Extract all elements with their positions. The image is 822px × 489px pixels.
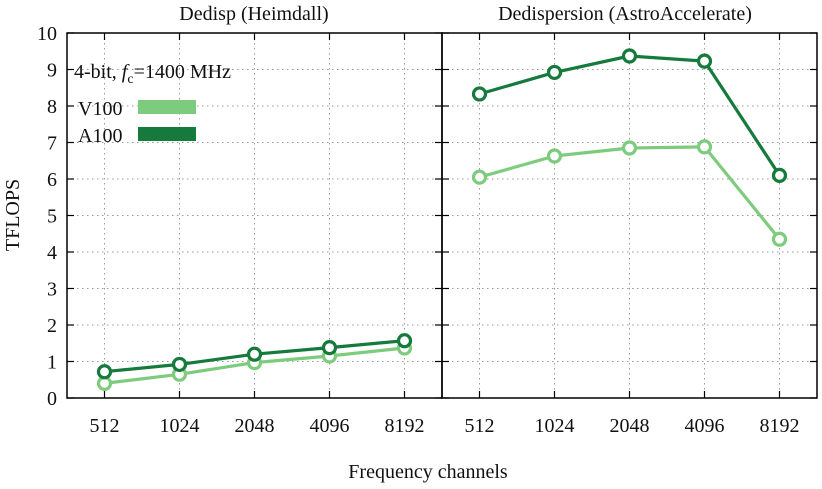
x-tick-label: 8192 (760, 415, 800, 437)
config-annotation: 4-bit, fc=1400 MHz (74, 61, 231, 87)
point-a100-left (246, 346, 263, 362)
point-v100-right (696, 139, 713, 155)
y-axis-label: TFLOPS (2, 179, 24, 251)
legend-label-a100: A100 (78, 125, 122, 147)
point-a100-right (546, 64, 563, 81)
x-tick-label: 2048 (235, 415, 275, 437)
y-tick-label: 6 (47, 169, 57, 191)
point-a100-right (471, 86, 488, 102)
x-tick-label: 1024 (160, 415, 200, 437)
legend-label-v100: V100 (78, 98, 122, 120)
panel-left (66, 32, 443, 399)
x-tick-label: 4096 (685, 415, 725, 437)
point-v100-right (471, 169, 488, 185)
panel-right (441, 32, 818, 399)
annotation-f: f (122, 61, 130, 83)
x-tick-labels: 512 1024 2048 4096 8192 512 1024 2048 4096 8192 (90, 415, 800, 437)
x-tick-label: 1024 (535, 415, 575, 437)
legend: V100 A100 (78, 98, 196, 147)
annotation-subscript: c (127, 72, 133, 87)
point-a100-right (621, 48, 638, 64)
panel-left-title: Dedisp (Heimdall) (179, 3, 328, 25)
y-tick-label: 3 (47, 279, 57, 301)
y-tick-label: 10 (37, 23, 57, 45)
x-tick-label: 4096 (310, 415, 350, 437)
y-tick-label: 5 (47, 206, 57, 228)
plot-left (96, 333, 413, 391)
y-tick-label: 2 (47, 315, 57, 337)
x-tick-label: 8192 (385, 415, 425, 437)
point-a100-left (396, 333, 413, 349)
point-v100-right (771, 231, 788, 247)
y-tick-label: 1 (47, 352, 57, 374)
x-axis-label: Frequency channels (348, 461, 508, 483)
point-v100-right (546, 148, 563, 164)
legend-swatch-v100 (138, 100, 196, 114)
y-tick-labels: 0 1 2 3 4 5 6 7 8 9 10 (37, 23, 57, 410)
point-a100-left (96, 364, 113, 380)
y-tick-label: 0 (47, 388, 57, 410)
annotation-suffix: =1400 MHz (134, 61, 232, 83)
point-a100-left (321, 340, 338, 356)
x-tick-label: 512 (465, 415, 495, 437)
annotation-prefix: 4-bit, (74, 61, 122, 83)
y-tick-label: 8 (47, 96, 57, 118)
y-tick-label: 4 (47, 242, 57, 264)
point-a100-right (771, 167, 788, 183)
point-v100-right (621, 140, 638, 156)
legend-swatch-a100 (138, 127, 196, 141)
y-tick-label: 7 (47, 133, 57, 155)
y-tick-label: 9 (47, 60, 57, 82)
x-tick-label: 512 (90, 415, 120, 437)
panel-right-title: Dedispersion (AstroAccelerate) (498, 3, 752, 25)
plot-right (471, 48, 788, 247)
panel-right-frame (441, 32, 818, 399)
x-tick-label: 2048 (610, 415, 650, 437)
point-a100-right (696, 53, 713, 69)
point-a100-left (171, 356, 188, 373)
